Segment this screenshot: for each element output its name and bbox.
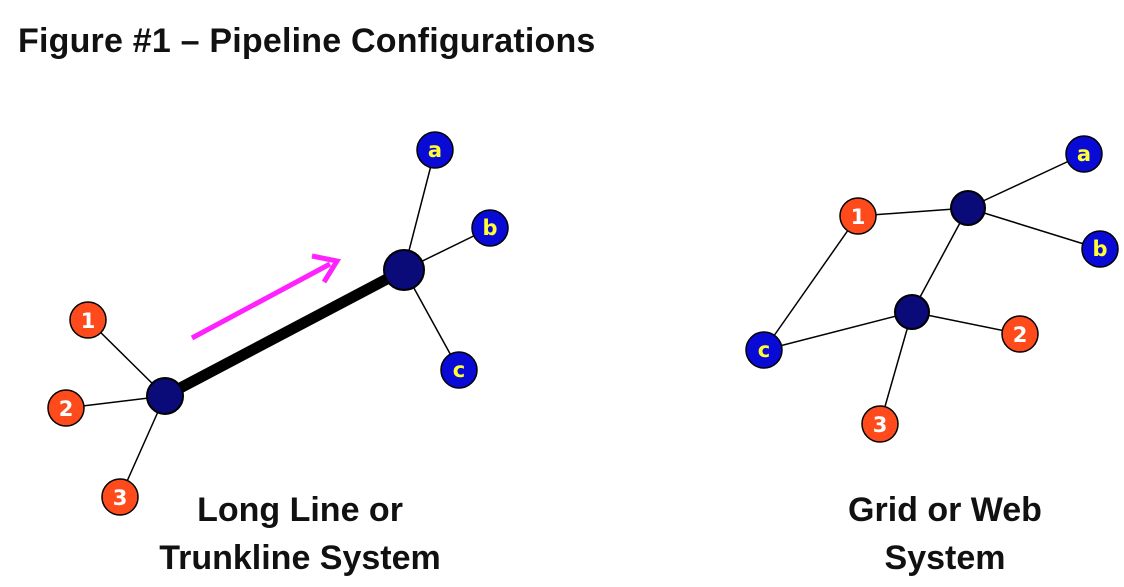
destination-node-label: c	[453, 358, 465, 382]
edge-hubmid-source3	[879, 311, 913, 425]
destination-node-b: b	[471, 209, 509, 247]
source-node-label: 2	[1013, 323, 1028, 347]
grid-web-system: 1 2 3 a b c	[745, 135, 1119, 443]
grid-hub-node-middle	[894, 294, 930, 330]
source-node-1: 1	[69, 301, 107, 339]
destination-node-a: a	[1065, 135, 1103, 173]
source-node-3: 3	[861, 405, 899, 443]
destination-node-a: a	[416, 131, 454, 169]
grid-hub-node-top	[950, 190, 986, 226]
trunk-hub-node-start	[146, 377, 184, 415]
destination-node-label: b	[1092, 237, 1107, 261]
trunkline-system: 1 2 3 a b c	[47, 131, 509, 516]
trunkline-caption: Long Line or Trunkline System	[150, 486, 450, 582]
edge-hubtop-dest-b	[967, 207, 1101, 250]
grid-caption-line1: Grid or Web	[848, 491, 1042, 529]
source-node-label: 2	[59, 397, 74, 421]
source-node-label: 1	[851, 205, 866, 229]
destination-node-label: c	[758, 338, 770, 362]
edge-hubtop-hubmid	[911, 207, 969, 313]
edge-dest-c-hubmid	[763, 311, 913, 351]
source-node-1: 1	[839, 197, 877, 235]
trunkline-caption-line1: Long Line or	[197, 491, 403, 529]
destination-node-label: b	[482, 216, 497, 240]
destination-node-label: a	[428, 138, 442, 162]
destination-node-c: c	[745, 331, 783, 369]
trunk-line	[159, 264, 410, 402]
source-node-3: 3	[101, 478, 139, 516]
source-node-label: 3	[873, 413, 888, 437]
source-node-2: 2	[47, 389, 85, 427]
trunk-hub-node-end	[383, 249, 425, 291]
flow-direction-arrow	[190, 253, 342, 341]
grid-caption: Grid or Web System	[795, 486, 1095, 582]
edge-source1-dest-c	[763, 215, 859, 351]
source-node-label: 3	[113, 486, 128, 510]
figure-title: Figure #1 – Pipeline Configurations	[18, 22, 596, 60]
trunkline-caption-line2: Trunkline System	[159, 539, 441, 577]
source-node-2: 2	[1001, 315, 1039, 353]
destination-node-c: c	[440, 351, 478, 389]
edge-hubtop-dest-a	[967, 153, 1085, 209]
source-node-label: 1	[81, 309, 96, 333]
grid-caption-line2: System	[884, 539, 1006, 577]
destination-node-label: a	[1077, 142, 1091, 166]
destination-node-b: b	[1081, 230, 1119, 268]
